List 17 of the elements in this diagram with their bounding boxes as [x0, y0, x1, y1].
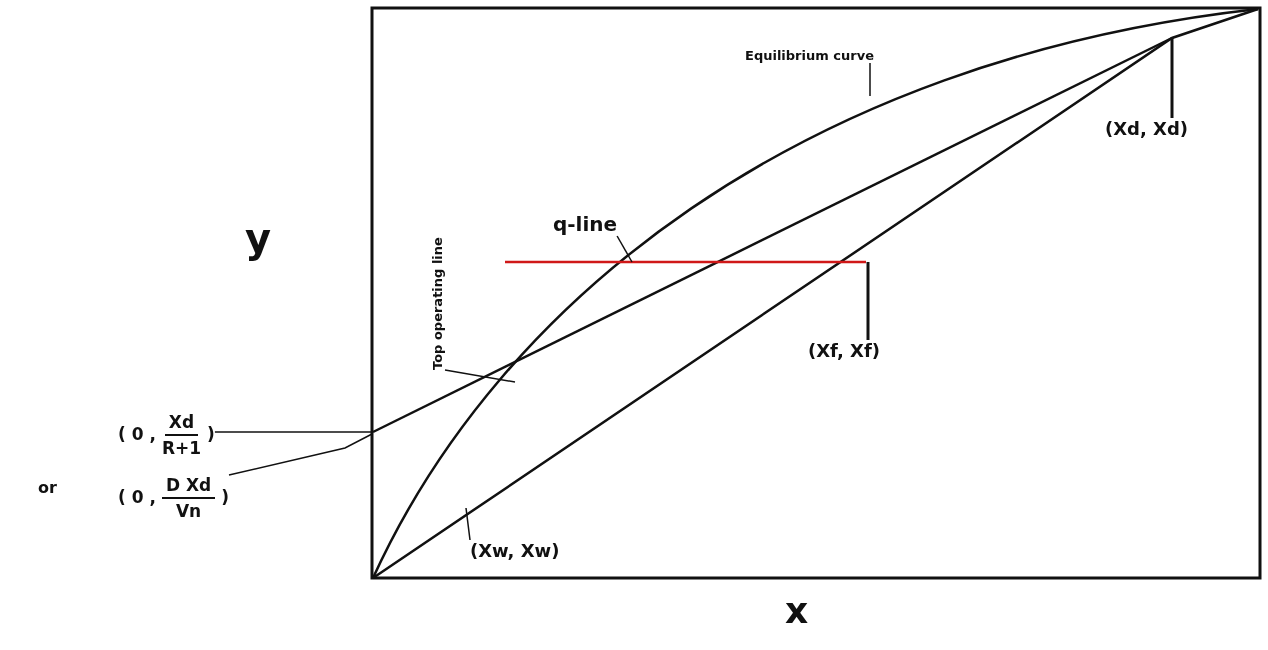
callout-label: Equilibrium curve — [745, 48, 874, 63]
leader-line — [616, 235, 633, 263]
coordinate-label: (Xf, Xf) — [808, 340, 880, 361]
coordinate-label: (Xw, Xw) — [470, 540, 560, 561]
leader-line — [866, 262, 870, 340]
leader-line — [228, 433, 373, 476]
axis-label: x — [785, 590, 809, 631]
connector-word: or — [38, 478, 57, 497]
leader-line — [1170, 38, 1174, 118]
callout-label: q-line — [553, 212, 618, 236]
leader-line — [869, 62, 871, 97]
coordinate-label: (Xd, Xd) — [1105, 118, 1189, 139]
leader-line — [465, 507, 471, 541]
callout-label: Top operating line — [430, 237, 445, 370]
axis-label: y — [245, 215, 272, 261]
leader-line — [214, 431, 373, 433]
leader-line — [444, 369, 516, 383]
